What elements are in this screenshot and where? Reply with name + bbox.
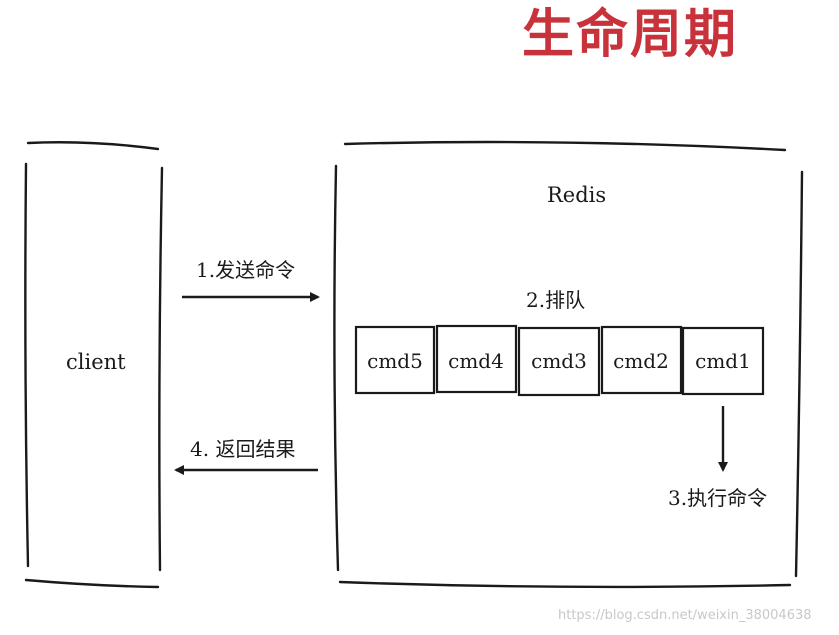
queue-command: cmd1 [695,349,751,373]
queue-cell [517,326,601,397]
queue-command: cmd3 [531,349,587,373]
queue-command: cmd4 [448,349,504,373]
watermark-text: https://blog.csdn.net/weixin_38004638 [558,608,812,623]
client-box [24,141,164,589]
queue-command: cmd5 [367,349,423,373]
page-title: 生命周期 [522,5,739,65]
queue-cell [600,325,683,395]
queue-command: cmd2 [613,349,669,373]
step-send-label: 1.发送命令 [196,258,296,282]
queue-cell [435,324,518,394]
queue-cell [354,325,436,395]
client-label: client [66,350,126,374]
step-execute-label: 3.执行命令 [668,486,768,510]
queue-cell [681,326,765,396]
redis-label: Redis [547,183,607,207]
step-queue-label: 2.排队 [526,288,586,312]
redis-box [333,140,804,589]
step-return-label: 4. 返回结果 [190,437,296,461]
queue-box [354,324,765,397]
